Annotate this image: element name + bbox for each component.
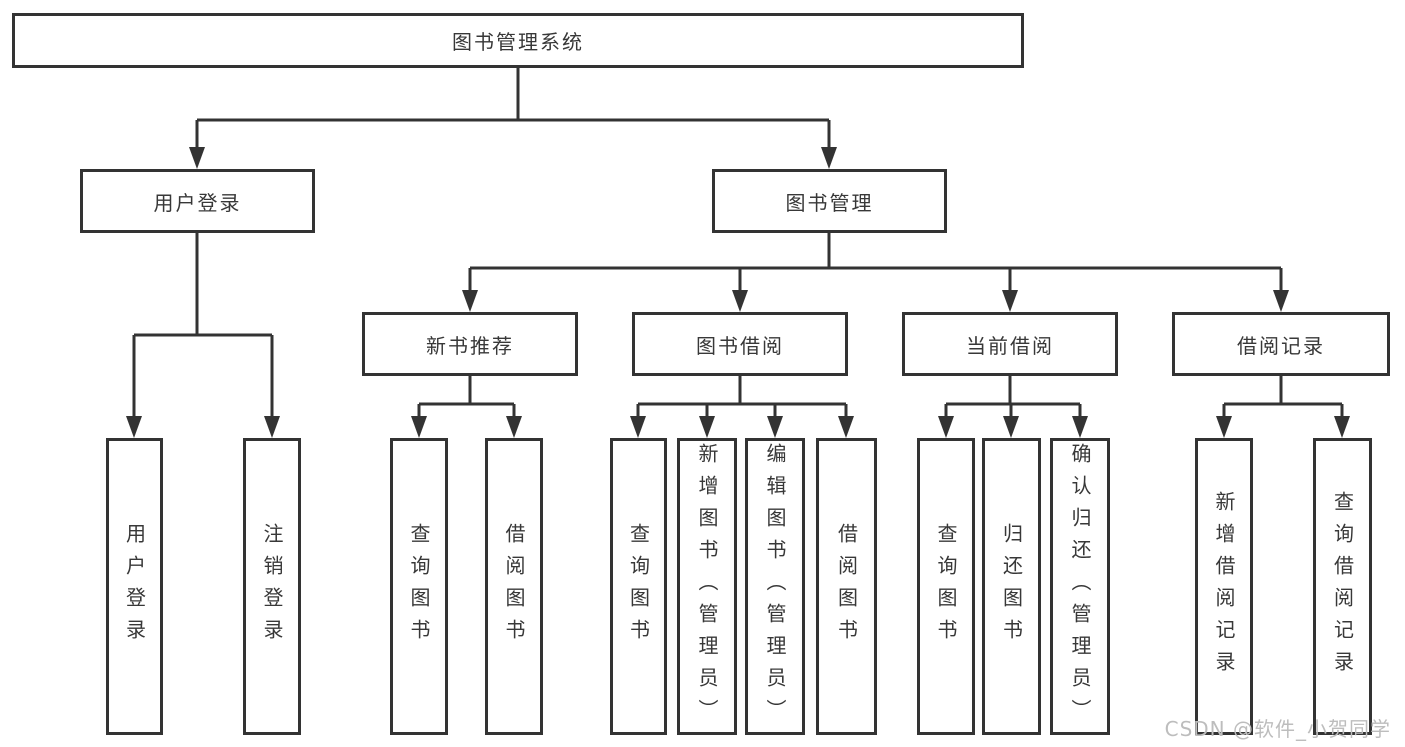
node-label: 用户登录 xyxy=(153,190,242,215)
node-label: 用户登录 xyxy=(122,522,147,651)
watermark: CSDN @软件_小贺同学 xyxy=(1164,717,1391,741)
node-label: 编辑图书（管理员） xyxy=(763,442,787,731)
node-label: 新增借阅记录 xyxy=(1212,490,1236,683)
arrow-down-icon xyxy=(630,416,646,438)
node-edit-book-admin: 编辑图书（管理员） xyxy=(745,438,805,735)
node-user-login-leaf: 用户登录 xyxy=(106,438,163,735)
node-label: 注销登录 xyxy=(260,522,284,651)
node-label: 新书推荐 xyxy=(426,333,514,358)
node-library-management-system: 图书管理系统 xyxy=(12,13,1024,68)
node-label: 确认归还（管理员） xyxy=(1068,442,1092,731)
node-book-borrowing: 图书借阅 xyxy=(632,312,848,376)
node-current-query-books: 查询图书 xyxy=(917,438,975,735)
node-label: 查询图书 xyxy=(407,522,431,651)
arrow-down-icon xyxy=(1003,416,1019,438)
node-label: 图书借阅 xyxy=(696,333,784,358)
arrow-down-icon xyxy=(732,290,748,312)
node-query-borrow-record: 查询借阅记录 xyxy=(1313,438,1372,735)
arrow-down-icon xyxy=(938,416,954,438)
node-label: 当前借阅 xyxy=(966,333,1054,358)
node-label: 借阅图书 xyxy=(502,522,526,651)
arrow-down-icon xyxy=(462,290,478,312)
node-label: 查询借阅记录 xyxy=(1330,490,1355,683)
arrow-down-icon xyxy=(506,416,522,438)
arrow-down-icon xyxy=(189,147,205,169)
node-newbook-query-books: 查询图书 xyxy=(390,438,448,735)
arrow-down-icon xyxy=(821,147,837,169)
arrow-down-icon xyxy=(1273,290,1289,312)
node-logout: 注销登录 xyxy=(243,438,301,735)
node-user-login: 用户登录 xyxy=(80,169,315,233)
arrow-down-icon xyxy=(1002,290,1018,312)
node-newbook-borrow-books: 借阅图书 xyxy=(485,438,543,735)
node-label: 图书管理系统 xyxy=(452,30,584,54)
node-book-management: 图书管理 xyxy=(712,169,947,233)
arrow-down-icon xyxy=(767,416,783,438)
node-borrowing-records: 借阅记录 xyxy=(1172,312,1390,376)
arrow-down-icon xyxy=(126,416,142,438)
arrow-down-icon xyxy=(1334,416,1350,438)
arrow-down-icon xyxy=(1072,416,1088,438)
node-label: 图书管理 xyxy=(785,190,874,215)
node-current-borrowing: 当前借阅 xyxy=(902,312,1118,376)
node-new-book-recommendation: 新书推荐 xyxy=(362,312,578,376)
node-label: 借阅记录 xyxy=(1237,333,1325,358)
arrow-down-icon xyxy=(699,416,715,438)
arrow-down-icon xyxy=(1216,416,1232,438)
node-confirm-return-admin: 确认归还（管理员） xyxy=(1050,438,1110,735)
arrow-down-icon xyxy=(838,416,854,438)
node-borrowing-borrow-books: 借阅图书 xyxy=(816,438,877,735)
node-label: 归还图书 xyxy=(999,522,1024,651)
node-borrowing-query-books: 查询图书 xyxy=(610,438,667,735)
arrow-down-icon xyxy=(411,416,427,438)
node-label: 查询图书 xyxy=(934,522,958,651)
node-label: 新增图书（管理员） xyxy=(695,442,719,731)
arrow-down-icon xyxy=(264,416,280,438)
node-label: 借阅图书 xyxy=(834,522,859,651)
node-add-borrow-record: 新增借阅记录 xyxy=(1195,438,1253,735)
node-return-books: 归还图书 xyxy=(982,438,1041,735)
node-label: 查询图书 xyxy=(626,522,651,651)
node-add-book-admin: 新增图书（管理员） xyxy=(677,438,737,735)
